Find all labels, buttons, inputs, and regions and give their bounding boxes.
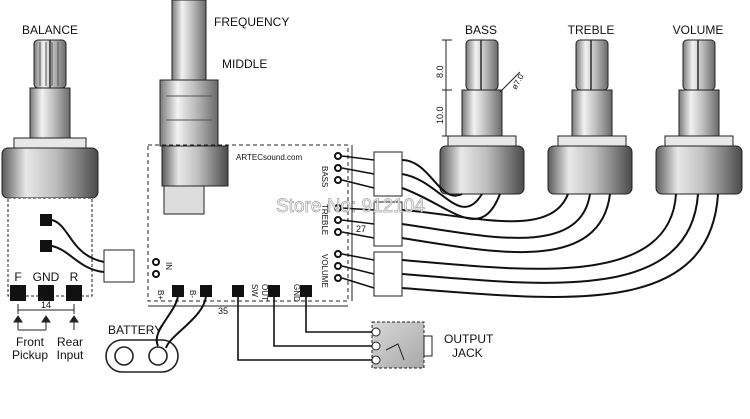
gnd-pad [300, 285, 312, 297]
stacked-pot-can [161, 145, 229, 187]
terminal-f-label: F [14, 270, 21, 284]
battery-label: BATTERY [108, 323, 162, 337]
frequency-label: FREQUENCY [214, 15, 289, 29]
balance-bushing [29, 87, 71, 139]
front-pickup-line2: Pickup [12, 348, 48, 362]
terminal-r-label: R [70, 270, 79, 284]
balance-can [1, 147, 99, 199]
board-to-connector-wires [341, 155, 375, 289]
volume-label: VOLUME [673, 23, 724, 37]
balance-washer [13, 137, 87, 149]
preamp-board: ARTECsound.com BASS TREBLE VOLUME IN B+ … [147, 144, 366, 316]
volume-can [655, 145, 743, 195]
sw-pad [232, 285, 244, 297]
terminal-r-pad [66, 285, 82, 301]
battery-terminal-neg [114, 346, 134, 366]
bass-pad-label: BASS [320, 166, 329, 187]
b-plus-pad [172, 285, 184, 297]
volume-connector [373, 251, 403, 297]
board-width-value: 35 [218, 306, 228, 316]
watermark: Store No: 912104 [276, 196, 425, 217]
output-jack-line2: JACK [452, 346, 483, 360]
terminal-gnd-pad [38, 285, 54, 301]
treble-pad-label: TREBLE [320, 204, 329, 235]
pot-wires [401, 159, 719, 298]
middle-label: MIDDLE [222, 57, 267, 71]
shaft-dimensions [442, 39, 521, 137]
battery-wires [155, 291, 208, 349]
board-outline [147, 144, 349, 302]
frequency-shaft [171, 0, 207, 81]
balance-lug-1 [40, 214, 52, 226]
in-connector [103, 249, 135, 283]
board-brand: ARTECsound.com [236, 153, 302, 162]
battery: BATTERY [105, 323, 179, 373]
front-pickup-line1: Front [16, 335, 45, 349]
volume-pot: VOLUME [655, 23, 743, 195]
rear-input-line2: Input [57, 348, 84, 362]
treble-pot: TREBLE [547, 23, 633, 195]
control-pads [152, 152, 342, 282]
balance-knurled-shaft [33, 39, 67, 89]
middle-shaft [159, 79, 219, 147]
stacked-pot-body [163, 185, 205, 215]
sw-label: SW [250, 284, 259, 297]
balance-label: BALANCE [22, 23, 78, 37]
balance-to-in-wires [51, 219, 105, 273]
out-pad [268, 285, 280, 297]
b-minus-pad [200, 285, 212, 297]
b-minus-label: B- [188, 290, 197, 298]
output-jack: OUTPUT JACK [371, 321, 494, 369]
output-jack-line1: OUTPUT [444, 332, 494, 346]
bass-connector [373, 151, 403, 197]
bass-pot: BASS [439, 23, 525, 195]
bass-label: BASS [465, 23, 497, 37]
diameter-value: ø7.0 [510, 72, 526, 91]
balance-lug-2 [40, 240, 52, 252]
gnd-label: GND [292, 284, 301, 302]
balance-pot: BALANCE F GND R 14 F [1, 23, 99, 362]
out-label: OUT [260, 284, 269, 301]
volume-pad-label: VOLUME [320, 254, 329, 288]
in-pad-label: IN [164, 262, 173, 270]
bass-can [439, 145, 525, 195]
shaft-length-value: 8.0 [435, 65, 445, 78]
input-arrows [13, 315, 79, 331]
battery-terminal-pos [148, 346, 168, 366]
terminal-f-pad [10, 285, 26, 301]
treble-label: TREBLE [568, 23, 615, 37]
treble-can [547, 145, 633, 195]
rear-input-line1: Rear [57, 335, 83, 349]
board-height-value: 27 [356, 224, 366, 234]
frequency-middle-pot: FREQUENCY MIDDLE [159, 0, 289, 215]
bushing-length-value: 10.0 [435, 106, 445, 124]
b-plus-label: B+ [156, 290, 165, 300]
jack-wires [237, 297, 372, 361]
terminal-gnd-label: GND [33, 270, 60, 284]
jack-spacing-value: 14 [41, 300, 51, 310]
